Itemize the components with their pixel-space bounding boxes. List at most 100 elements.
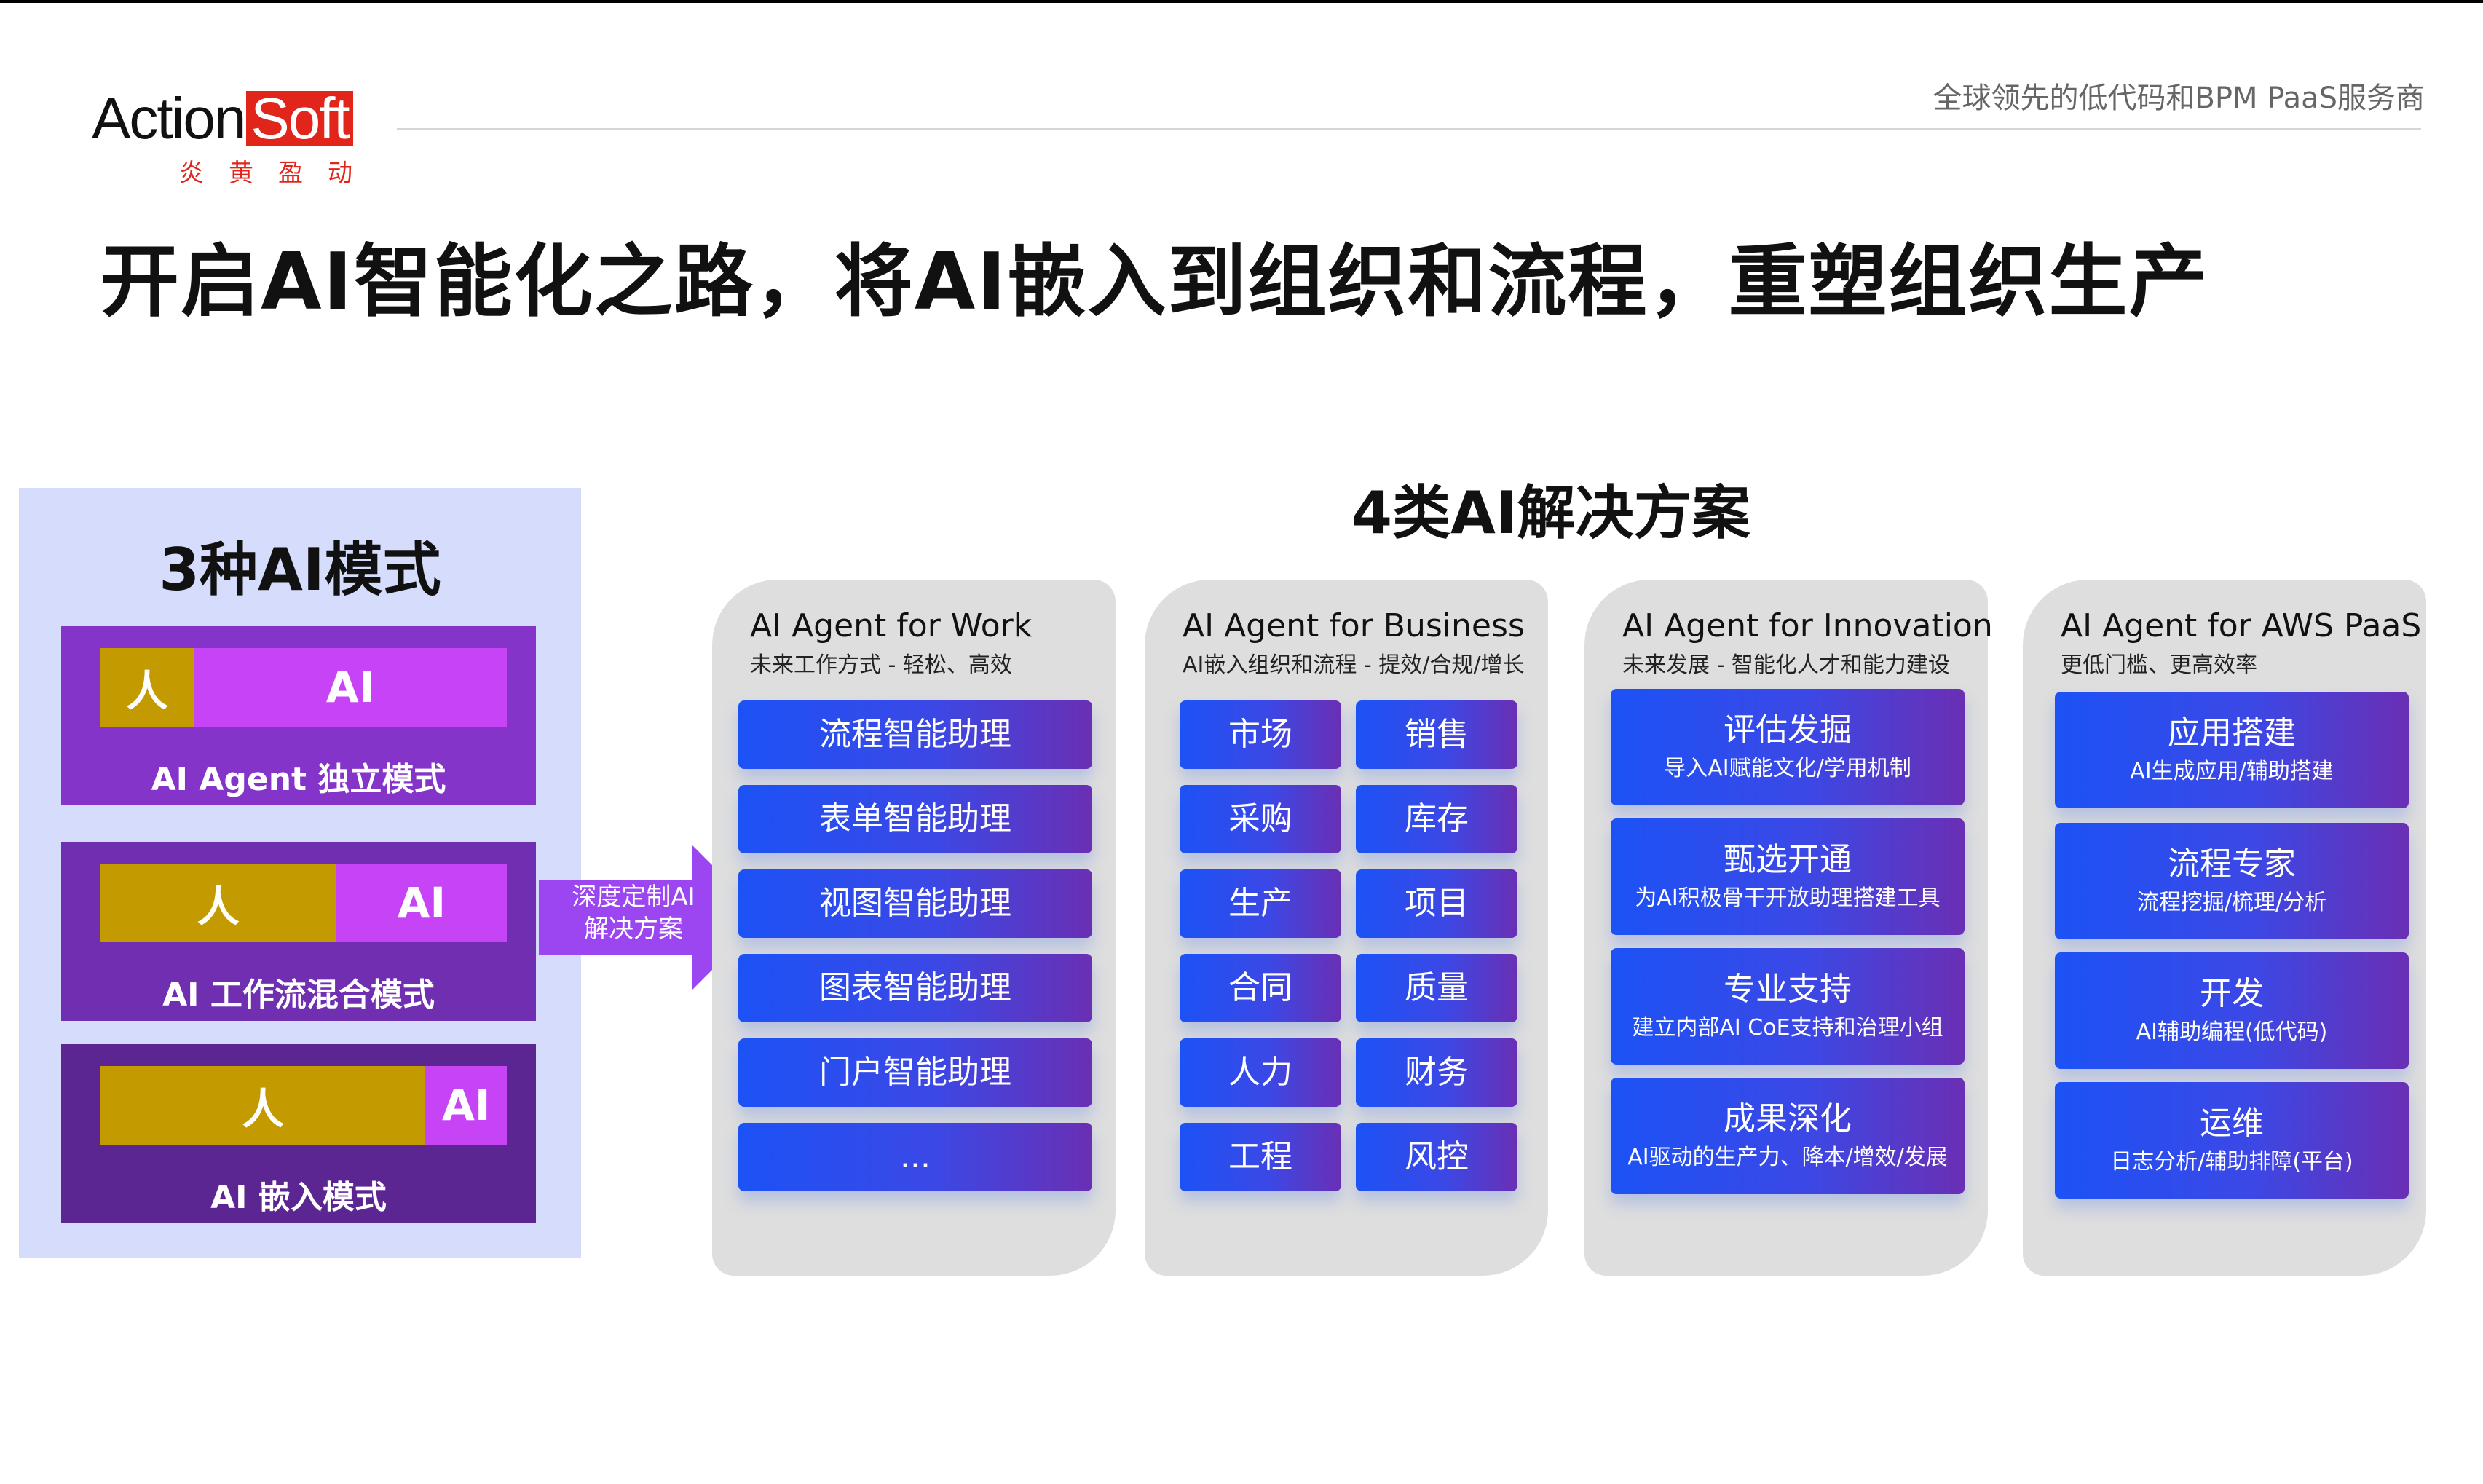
item-label: 流程专家: [2168, 845, 2296, 883]
mode-agent-independent: 人 AI AI Agent 独立模式: [61, 626, 536, 805]
card-agent-for-innovation: AI Agent for Innovation 未来发展 - 智能化人才和能力建…: [1584, 580, 1993, 1276]
card-title: AI Agent for Work: [750, 607, 1033, 644]
innovation-item: 成果深化 AI驱动的生产力、降本/增效/发展: [1611, 1078, 1965, 1194]
arrow-label-line1: 深度定制AI: [572, 883, 695, 912]
business-item: 人力: [1180, 1038, 1341, 1107]
solution-item: 视图智能助理: [738, 869, 1092, 938]
item-description: 导入AI赋能文化/学用机制: [1664, 756, 1911, 781]
item-label: 项目: [1405, 885, 1469, 922]
item-label: 流程智能助理: [819, 716, 1011, 753]
card-agent-for-aws-paas: AI Agent for AWS PaaS 更低门槛、更高效率 应用搭建 AI生…: [2023, 580, 2426, 1276]
item-label: 销售: [1405, 716, 1469, 753]
business-item: 销售: [1356, 700, 1517, 769]
paas-item: 流程专家 流程挖掘/梳理/分析: [2055, 823, 2409, 939]
human-segment: 人: [100, 1066, 426, 1145]
page-title: 开启AI智能化之路，将AI嵌入到组织和流程，重塑组织生产: [100, 237, 2209, 328]
item-description: 流程挖掘/梳理/分析: [2136, 890, 2327, 915]
item-label: 合同: [1228, 969, 1292, 1006]
logo-chinese-name: 炎黄盈动: [179, 159, 377, 188]
item-label: 生产: [1228, 885, 1292, 922]
item-label: 运维: [2200, 1105, 2264, 1142]
arrow-label: 深度定制AI 解决方案: [553, 881, 714, 945]
item-label: 库存: [1405, 800, 1469, 837]
solution-item: 门户智能助理: [738, 1038, 1092, 1107]
item-description: AI驱动的生产力、降本/增效/发展: [1627, 1145, 1948, 1170]
business-item: 财务: [1356, 1038, 1517, 1107]
custom-ai-arrow: [539, 845, 765, 990]
ai-segment: AI: [336, 864, 507, 942]
card-subtitle: AI嵌入组织和流程 - 提效/合规/增长: [1183, 652, 1525, 678]
item-description: 为AI积极骨干开放助理搭建工具: [1635, 885, 1941, 911]
item-label: 工程: [1228, 1138, 1292, 1175]
item-label: 风控: [1405, 1138, 1469, 1175]
item-label: 图表智能助理: [819, 969, 1011, 1006]
item-label: 成果深化: [1724, 1100, 1852, 1137]
solution-item: 图表智能助理: [738, 954, 1092, 1022]
card-subtitle: 更低门槛、更高效率: [2061, 652, 2257, 678]
item-label: 评估发掘: [1724, 711, 1852, 749]
mode-workflow-hybrid: 人 AI AI 工作流混合模式: [61, 842, 536, 1021]
innovation-item: 专业支持 建立内部AI CoE支持和治理小组: [1611, 948, 1965, 1065]
innovation-item: 甄选开通 为AI积极骨干开放助理搭建工具: [1611, 818, 1965, 935]
item-label: 市场: [1228, 716, 1292, 753]
item-label: 专业支持: [1724, 971, 1852, 1008]
mode-ratio-bar: 人 AI: [100, 1066, 507, 1145]
header-divider: [397, 128, 2421, 130]
item-label: ...: [900, 1138, 931, 1175]
card-agent-for-business: AI Agent for Business AI嵌入组织和流程 - 提效/合规/…: [1145, 580, 1548, 1276]
mode-ratio-bar: 人 AI: [100, 864, 507, 942]
business-item: 质量: [1356, 954, 1517, 1022]
card-title: AI Agent for Business: [1183, 607, 1525, 644]
item-description: 建立内部AI CoE支持和治理小组: [1632, 1015, 1943, 1041]
arrow-shape: [539, 845, 765, 990]
paas-item: 运维 日志分析/辅助排障(平台): [2055, 1082, 2409, 1199]
business-item: 采购: [1180, 785, 1341, 853]
card-title: AI Agent for AWS PaaS: [2061, 607, 2422, 644]
item-description: 日志分析/辅助排障(平台): [2110, 1149, 2353, 1175]
item-label: 采购: [1228, 800, 1292, 837]
item-label: 应用搭建: [2168, 714, 2296, 751]
item-label: 视图智能助理: [819, 885, 1011, 922]
paas-item: 开发 AI辅助编程(低代码): [2055, 952, 2409, 1069]
logo-soft-text: Soft: [246, 90, 353, 148]
item-description: AI生成应用/辅助搭建: [2130, 759, 2334, 784]
human-segment: 人: [100, 864, 336, 942]
solutions-title: 4类AI解决方案: [1351, 479, 1750, 547]
item-label: 表单智能助理: [819, 800, 1011, 837]
paas-item: 应用搭建 AI生成应用/辅助搭建: [2055, 692, 2409, 808]
item-label: 财务: [1405, 1054, 1469, 1091]
mode-embedded: 人 AI AI 嵌入模式: [61, 1044, 536, 1223]
card-title: AI Agent for Innovation: [1622, 607, 1993, 644]
ai-modes-title: 3种AI模式: [159, 536, 441, 604]
item-label: 开发: [2200, 975, 2264, 1012]
business-item: 项目: [1356, 869, 1517, 938]
business-item: 风控: [1356, 1123, 1517, 1191]
mode-label: AI 工作流混合模式: [162, 976, 435, 1014]
ai-segment: AI: [425, 1066, 507, 1145]
solution-item: ...: [738, 1123, 1092, 1191]
item-label: 甄选开通: [1724, 841, 1852, 878]
item-label: 人力: [1228, 1054, 1292, 1091]
item-label: 质量: [1405, 969, 1469, 1006]
mode-label: AI Agent 独立模式: [151, 761, 446, 798]
business-item: 生产: [1180, 869, 1341, 938]
card-subtitle: 未来发展 - 智能化人才和能力建设: [1622, 652, 1950, 678]
solution-item: 表单智能助理: [738, 785, 1092, 853]
solution-item: 流程智能助理: [738, 700, 1092, 769]
business-item: 合同: [1180, 954, 1341, 1022]
business-item: 市场: [1180, 700, 1341, 769]
top-border: [0, 0, 2483, 3]
company-tagline: 全球领先的低代码和BPM PaaS服务商: [1933, 82, 2425, 115]
ai-segment: AI: [194, 648, 507, 727]
innovation-item: 评估发掘 导入AI赋能文化/学用机制: [1611, 689, 1965, 805]
mode-ratio-bar: 人 AI: [100, 648, 507, 727]
card-agent-for-work: AI Agent for Work 未来工作方式 - 轻松、高效 流程智能助理 …: [712, 580, 1116, 1276]
logo-action-text: Action: [92, 86, 246, 151]
business-item: 库存: [1356, 785, 1517, 853]
arrow-label-line2: 解决方案: [584, 915, 683, 944]
mode-label: AI 嵌入模式: [210, 1179, 387, 1216]
item-label: 门户智能助理: [819, 1054, 1011, 1091]
human-segment: 人: [100, 648, 194, 727]
